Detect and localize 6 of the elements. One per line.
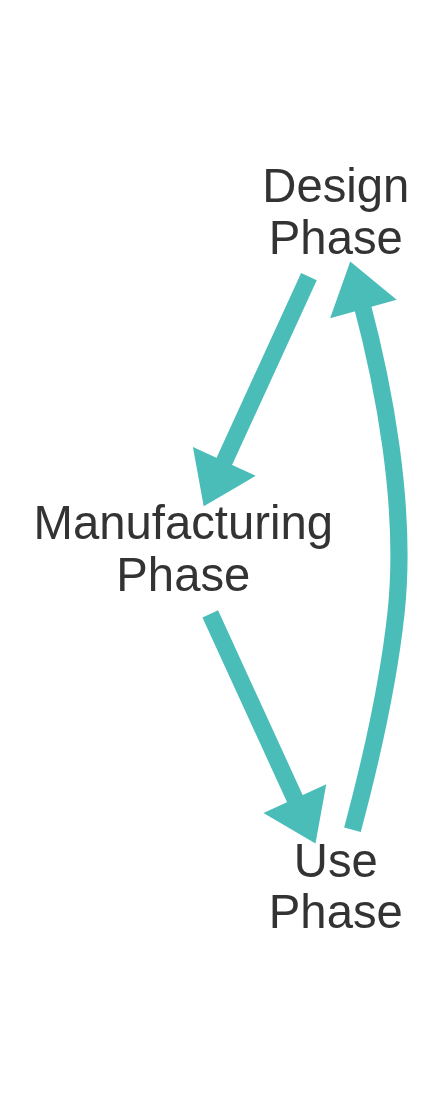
arrow xyxy=(202,610,327,844)
arrow xyxy=(330,261,408,832)
arrow xyxy=(192,273,317,507)
node-text: Manufacturing Phase xyxy=(33,496,334,601)
node-text: Design Phase xyxy=(262,158,410,264)
node-text: Use Phase xyxy=(268,833,403,939)
